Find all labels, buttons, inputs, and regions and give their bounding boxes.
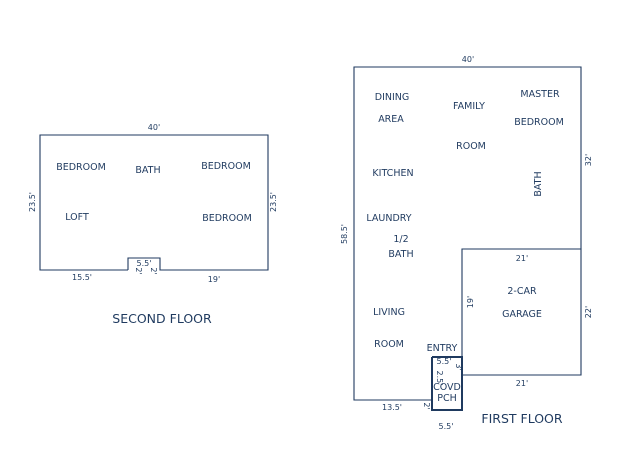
second-floor-outline	[39, 134, 269, 271]
second-floor-bottom-right-dimension: 19'	[208, 275, 220, 284]
porch-left-upper-dimension: 2.5'	[435, 371, 444, 386]
room-label-master-bath: BATH	[533, 171, 544, 196]
first-floor-title: FIRST FLOOR	[481, 411, 562, 426]
room-label-bedroom-left: BEDROOM	[56, 162, 106, 173]
room-label-kitchen: KITCHEN	[372, 168, 413, 179]
first-floor-bottom-left-dimension: 13.5'	[382, 403, 402, 412]
room-label-half-bath-line-1: 1/2	[393, 234, 408, 245]
room-label-garage-line-1: 2-CAR	[507, 286, 537, 297]
room-label-family-line-2: ROOM	[456, 141, 486, 152]
second-floor-notch-left-dimension: 2'	[134, 267, 143, 274]
first-floor-right-upper-dimension: 32'	[584, 154, 593, 166]
room-label-laundry: LAUNDRY	[366, 213, 411, 224]
room-label-family-line-1: FAMILY	[453, 101, 485, 112]
covered-porch-outline	[431, 356, 463, 411]
room-label-dining-line-1: DINING	[375, 92, 410, 103]
porch-top-dimension: 5.5'	[437, 357, 452, 366]
room-label-porch-line-1: COVD	[433, 382, 461, 393]
room-label-dining-line-2: AREA	[378, 114, 404, 125]
room-label-master-line-2: BEDROOM	[514, 117, 564, 128]
second-floor-plan: 40' 23.5' 23.5' 15.5' 19' 5.5' 2' 2' BED…	[28, 123, 278, 326]
first-floor-plan: 40' 58.5' 32' 21' 19' 22' 21' 13.5' 5.5'…	[340, 55, 593, 431]
second-floor-right-dimension: 23.5'	[269, 192, 278, 212]
room-label-garage-line-2: GARAGE	[502, 309, 542, 320]
room-label-bedroom-right-top: BEDROOM	[201, 161, 251, 172]
second-floor-bottom-left-dimension: 15.5'	[72, 273, 92, 282]
second-floor-left-dimension: 23.5'	[28, 192, 37, 212]
garage-top-dimension: 21'	[516, 254, 528, 263]
porch-right-upper-dimension: 3'	[454, 363, 463, 370]
room-label-porch-line-2: PCH	[437, 393, 457, 404]
garage-left-dimension: 19'	[466, 296, 475, 308]
room-label-living-line-1: LIVING	[373, 307, 405, 318]
second-floor-top-dimension: 40'	[148, 123, 160, 132]
porch-left-lower-dimension: 2'	[422, 402, 431, 409]
room-label-entry: ENTRY	[427, 343, 458, 354]
first-floor-left-dimension: 58.5'	[340, 224, 349, 244]
garage-bottom-dimension: 21'	[516, 379, 528, 388]
second-floor-notch-right-dimension: 2'	[149, 267, 158, 274]
garage-right-dimension: 22'	[584, 306, 593, 318]
room-label-bedroom-right-bottom: BEDROOM	[202, 213, 252, 224]
room-label-living-line-2: ROOM	[374, 339, 404, 350]
first-floor-top-dimension: 40'	[462, 55, 474, 64]
room-label-loft: LOFT	[65, 212, 89, 223]
room-label-half-bath-line-2: BATH	[388, 249, 413, 260]
room-label-upstairs-bath: BATH	[135, 165, 160, 176]
room-label-master-line-1: MASTER	[520, 89, 560, 100]
porch-bottom-dimension: 5.5'	[439, 422, 454, 431]
second-floor-title: SECOND FLOOR	[112, 311, 212, 326]
second-floor-notch-width-dimension: 5.5'	[137, 259, 152, 268]
